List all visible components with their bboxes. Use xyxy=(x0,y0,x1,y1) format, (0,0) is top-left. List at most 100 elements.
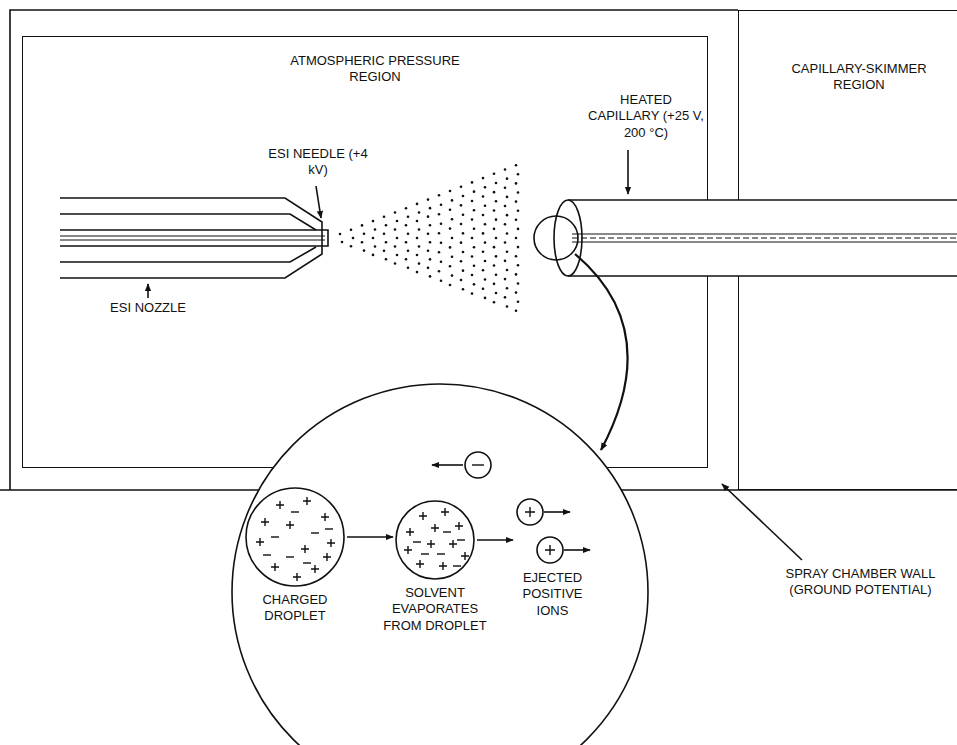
highlight-circle xyxy=(534,216,578,260)
spray-droplet xyxy=(427,250,430,253)
positive-charge xyxy=(327,539,335,547)
spray-droplet xyxy=(504,223,507,226)
spray-droplet xyxy=(471,200,474,203)
spray-droplet xyxy=(517,228,520,231)
capillary-bore xyxy=(572,242,957,243)
spray-droplet xyxy=(449,246,452,249)
spray-droplet xyxy=(462,269,465,272)
spray-droplet xyxy=(471,274,474,277)
ion-circle xyxy=(517,499,543,525)
spray-droplet xyxy=(416,220,419,223)
positive-ion xyxy=(537,537,590,563)
spray-droplet xyxy=(482,232,485,235)
spray-droplet xyxy=(449,190,452,193)
leader-arrow xyxy=(316,186,321,218)
spray-droplet xyxy=(473,265,476,268)
spray-droplet xyxy=(383,249,386,252)
spray-droplet xyxy=(482,214,485,217)
part-label: SOLVENT EVAPORATES FROM DROPLET xyxy=(379,585,491,634)
spray-droplet xyxy=(460,185,463,188)
spray-droplet xyxy=(506,305,509,308)
region-title: CAPILLARY-SKIMMER REGION xyxy=(772,61,947,94)
spray-droplet xyxy=(495,273,498,276)
esi-nozzle xyxy=(60,198,322,278)
spray-droplet xyxy=(361,224,364,227)
spray-droplet xyxy=(482,195,485,198)
spray-droplet xyxy=(405,241,408,244)
ion-arrow xyxy=(544,511,570,513)
spray-droplet xyxy=(396,220,399,223)
spray-droplet xyxy=(517,246,520,249)
droplet-circle xyxy=(246,488,344,586)
spray-droplet xyxy=(451,218,454,221)
spray-droplet xyxy=(515,291,518,294)
part-label: CHARGED DROPLET xyxy=(243,592,347,625)
spray-droplet xyxy=(407,215,410,218)
spray-droplet xyxy=(515,164,518,167)
positive-charge xyxy=(406,528,414,536)
positive-charge xyxy=(439,562,447,570)
spray-droplet xyxy=(517,264,520,267)
spray-droplet xyxy=(504,205,507,208)
leader-arrow xyxy=(147,284,149,298)
spray-droplet xyxy=(462,213,465,216)
spray-droplet xyxy=(429,258,432,261)
spray-droplet xyxy=(495,200,498,203)
spray-droplet xyxy=(504,260,507,263)
spray-plume xyxy=(339,164,520,312)
spray-droplet xyxy=(471,292,474,295)
esi-needle xyxy=(60,230,328,246)
spray-droplet xyxy=(517,191,520,194)
spray-droplet xyxy=(493,246,496,249)
positive-charge xyxy=(303,497,311,505)
positive-charge xyxy=(427,540,435,548)
spray-droplet xyxy=(504,278,507,281)
spray-droplet xyxy=(484,186,487,189)
spray-droplet xyxy=(515,219,518,222)
spray-droplet xyxy=(460,241,463,244)
ion-arrow xyxy=(564,549,590,551)
spray-droplet xyxy=(484,241,487,244)
spray-droplet xyxy=(471,255,474,258)
capillary-wall xyxy=(568,275,957,277)
spray-droplet xyxy=(405,224,408,227)
positive-charge xyxy=(416,560,424,568)
spray-droplet xyxy=(372,220,375,223)
spray-droplet xyxy=(484,223,487,226)
positive-charge xyxy=(545,545,555,555)
minus-sign xyxy=(472,464,484,465)
spray-droplet xyxy=(493,301,496,304)
spray-droplet xyxy=(405,258,408,261)
spray-droplet xyxy=(385,258,388,261)
inset-circle xyxy=(232,384,648,745)
spray-droplet xyxy=(438,213,441,216)
negative-charge xyxy=(311,532,319,533)
capillary-wall xyxy=(568,199,957,201)
spray-droplet xyxy=(429,275,432,278)
spray-droplet xyxy=(451,274,454,277)
ion-circle xyxy=(537,537,563,563)
spray-droplet xyxy=(374,228,377,231)
spray-droplet xyxy=(418,245,421,248)
spray-droplet xyxy=(506,232,509,235)
spray-droplet xyxy=(473,209,476,212)
droplet-node: SOLVENT EVAPORATES FROM DROPLET xyxy=(375,500,495,634)
positive-charge xyxy=(301,545,309,553)
spray-droplet xyxy=(350,245,353,248)
spray-droplet xyxy=(350,228,353,231)
spray-droplet xyxy=(484,297,487,300)
region-title: ATMOSPHERIC PRESSURE REGION xyxy=(275,53,475,86)
spray-droplet xyxy=(418,262,421,265)
spray-droplet xyxy=(429,207,432,210)
spray-droplet xyxy=(493,191,496,194)
spray-droplet xyxy=(482,251,485,254)
capillary-body xyxy=(568,200,957,276)
spray-droplet xyxy=(451,199,454,202)
node-shape xyxy=(515,497,565,565)
spray-droplet xyxy=(383,216,386,219)
positive-charge xyxy=(271,563,279,571)
